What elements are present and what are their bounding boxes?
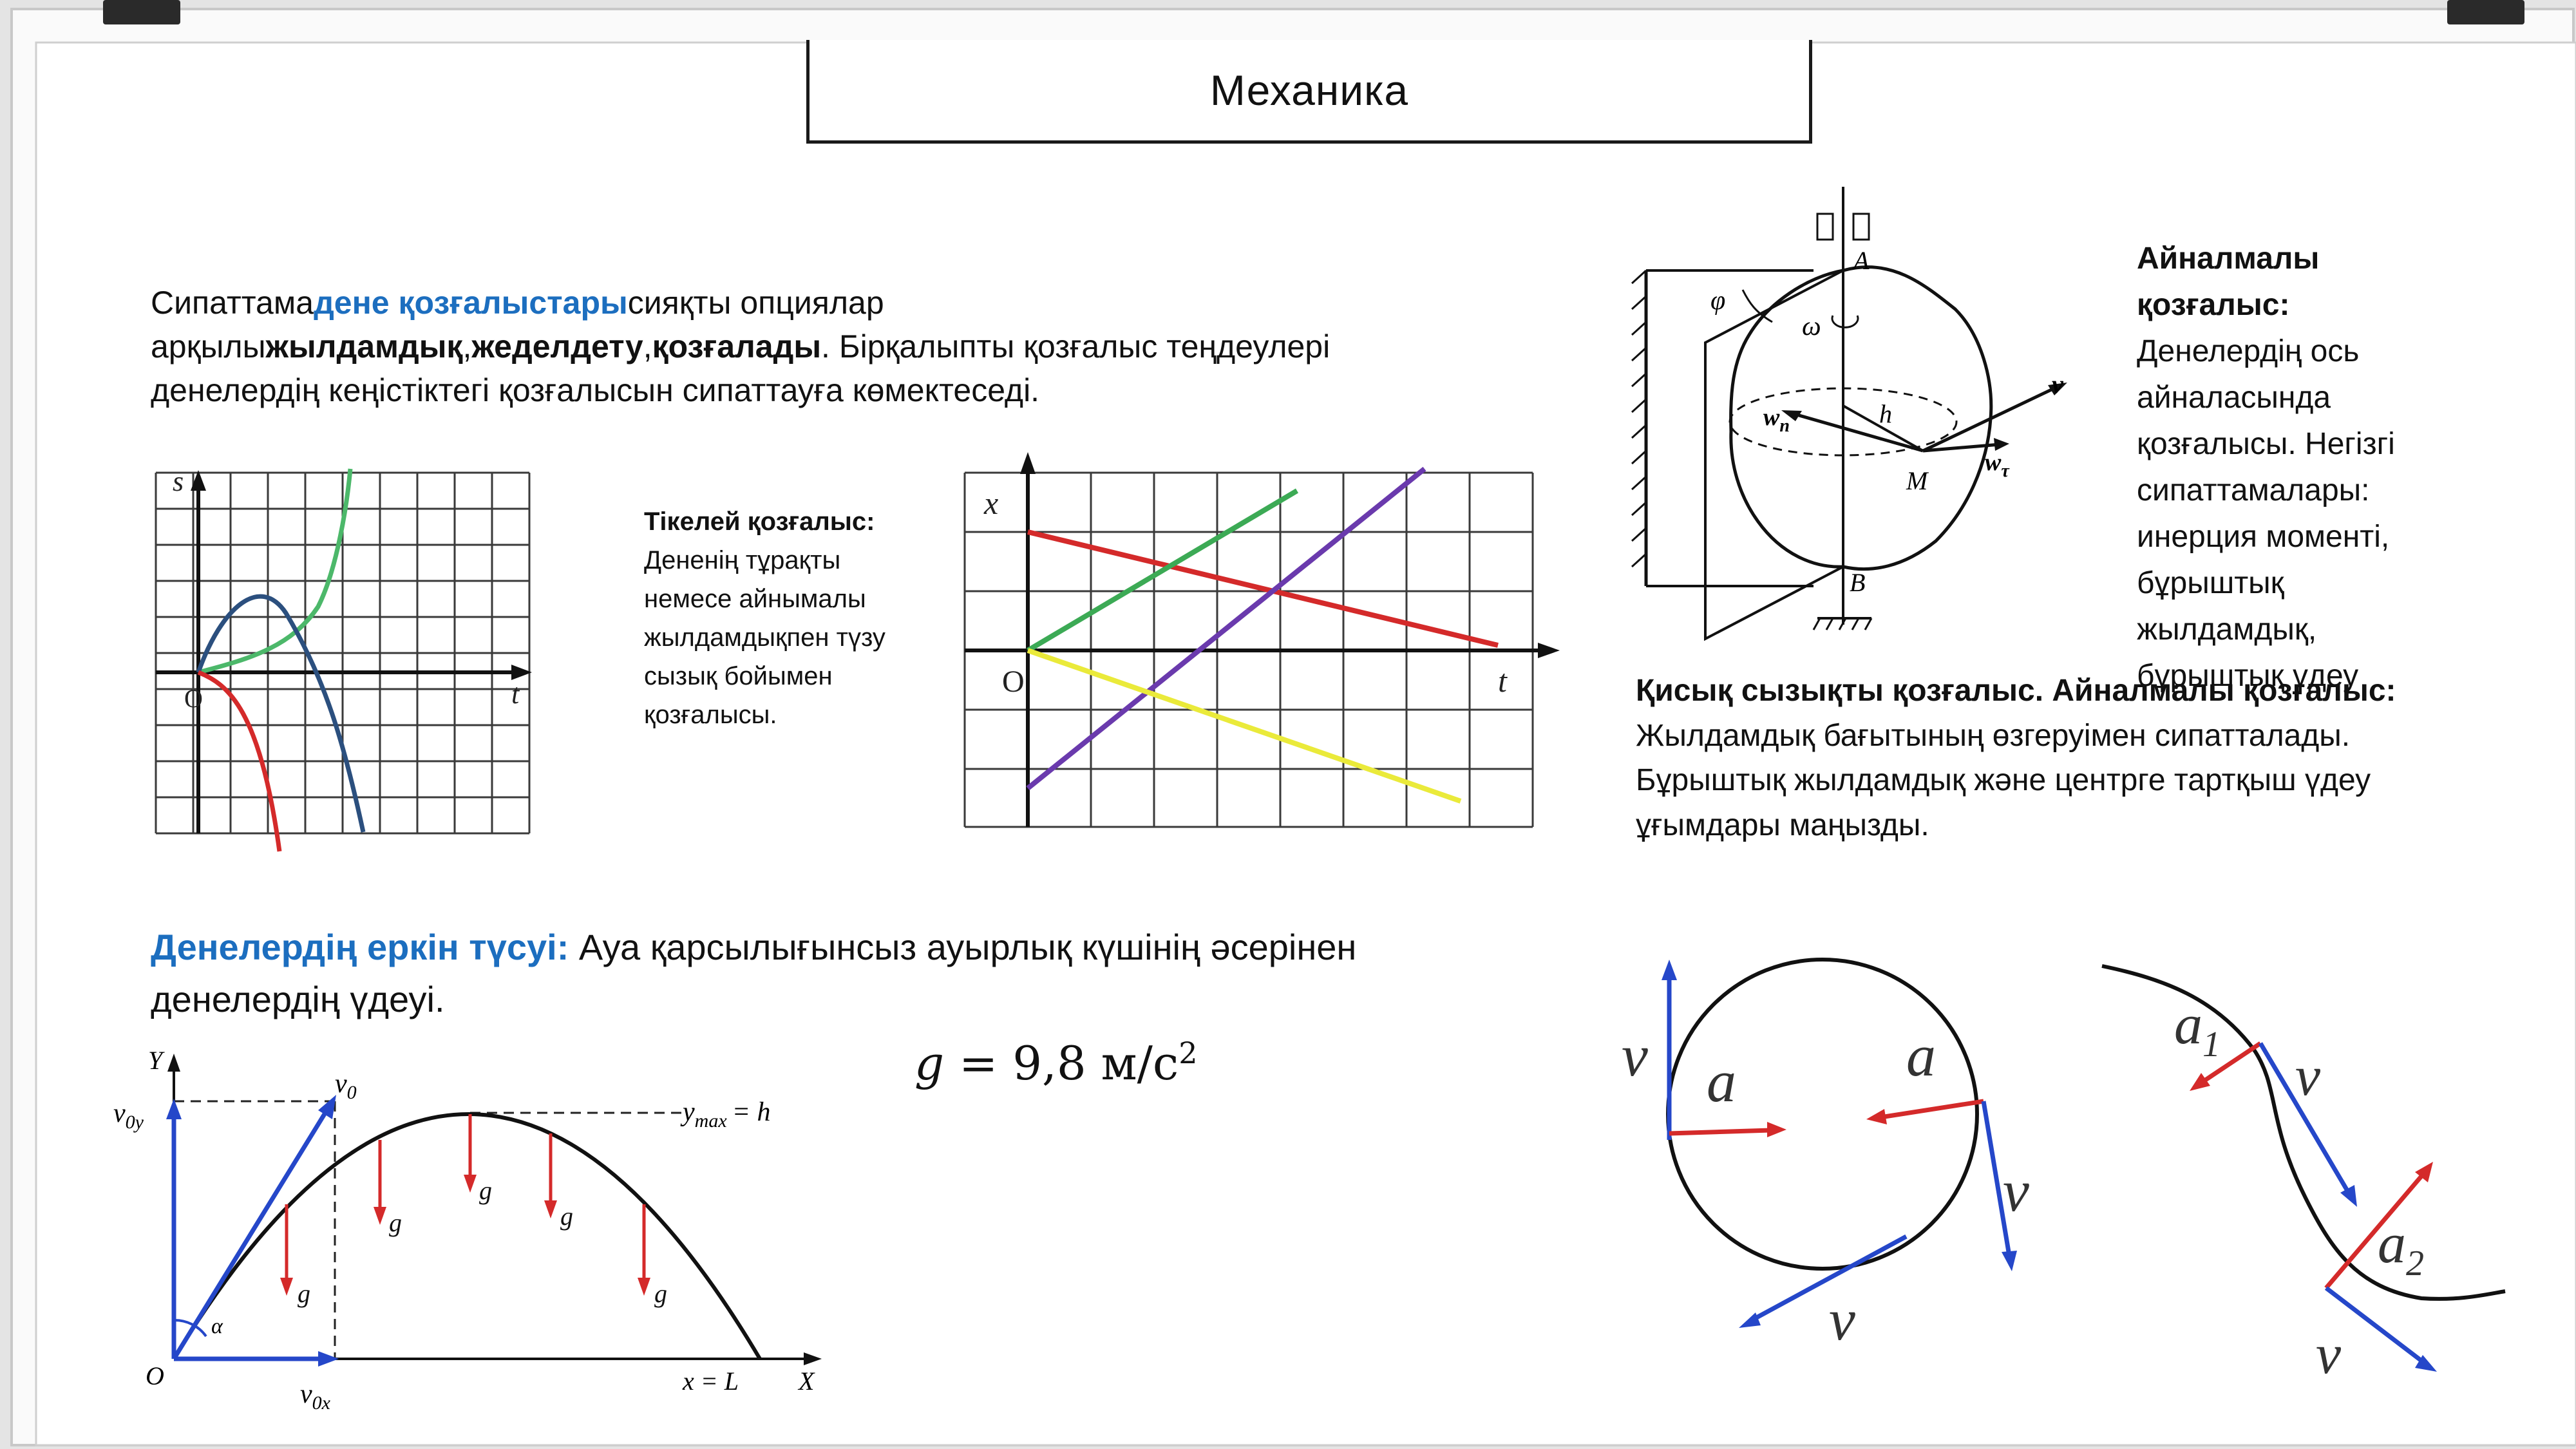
svg-text:a1: a1 — [2174, 994, 2221, 1065]
straight-motion-desc: Дененің тұрақты немесе айнымалы жылдамды… — [644, 546, 886, 729]
proj-v0y: v — [113, 1099, 126, 1128]
rot-label-wt-sub: τ — [2001, 461, 2010, 481]
rot-label-phi: φ — [1710, 286, 1725, 316]
proj-v0x: v — [300, 1379, 312, 1409]
circle-a-left: a — [1707, 1048, 1736, 1114]
proj-ymax-sub: max — [695, 1110, 728, 1132]
gravity-formula: g = 9,8 м/с2 — [914, 1038, 1197, 1086]
rotation-title: Айналмалы қозғалыс: — [2137, 242, 2320, 322]
formula-value: 9,8 — [1012, 1036, 1086, 1090]
circle-v-bottom: v — [1829, 1287, 1855, 1352]
rotation-desc: Денелердің ось айналасында қозғалысы. Не… — [2137, 334, 2395, 693]
scurve-a2: a — [2378, 1213, 2406, 1275]
intro-text-2: сияқты опциялар — [627, 285, 884, 321]
graph2-y-label: x — [983, 485, 998, 521]
scurve-a1-sub: 1 — [2202, 1025, 2221, 1065]
rot-label-wn-sub: n — [1779, 416, 1790, 436]
g-label-2: g — [389, 1208, 402, 1237]
g-label-3: g — [479, 1176, 492, 1205]
g-label-4: g — [560, 1202, 573, 1231]
formula-power: 2 — [1179, 1036, 1198, 1070]
svg-text:v0x: v0x — [300, 1379, 331, 1414]
proj-alpha: α — [211, 1314, 223, 1338]
g-label-1: g — [298, 1279, 310, 1308]
proj-v0-sub: 0 — [347, 1082, 357, 1103]
formula-unit: м/с — [1101, 1036, 1179, 1090]
graph2-origin: O — [1002, 665, 1025, 699]
scurve-a1: a — [2174, 994, 2202, 1056]
svg-text:v0y: v0y — [113, 1099, 144, 1133]
graph-x-t: x t O — [938, 447, 1565, 875]
s-curve-diagram: a1 v a2 v — [2087, 953, 2524, 1391]
rotation-diagram: A B M h φ ω v wn wτ — [1620, 174, 2099, 644]
intro-text-1: Сипаттама — [151, 285, 314, 321]
graph1-x-label: t — [511, 678, 520, 710]
intro-comma-1: , — [462, 328, 472, 365]
circle-a-right: a — [1906, 1023, 1936, 1088]
straight-motion-title: Тікелей қозғалыс: — [644, 507, 875, 536]
rotation-block: Айналмалы қозғалыс: Денелердің ось айнал… — [2137, 236, 2439, 699]
formula-eq: = — [958, 1036, 998, 1090]
svg-text:wτ: wτ — [1985, 449, 2010, 481]
rot-label-v: v — [2052, 370, 2064, 399]
g-label-5: g — [654, 1279, 667, 1308]
proj-v0: v — [335, 1069, 347, 1099]
rot-label-B: B — [1850, 568, 1865, 597]
intro-text-5: денелердің кеңістіктегі қозғалысын сипат… — [151, 372, 1040, 408]
proj-v0x-sub: 0x — [312, 1392, 331, 1414]
intro-bold-moves: қозғалады — [652, 328, 822, 365]
intro-text-3: арқылы — [151, 328, 266, 365]
circular-motion-diagram: v a a v v — [1610, 953, 2061, 1365]
graph1-origin: O — [184, 684, 203, 713]
freefall-desc: Ауа қарсылығынсыз ауырлық күшінің әсерін… — [151, 927, 1357, 1020]
scurve-a2-sub: 2 — [2406, 1244, 2424, 1283]
intro-highlight: дене қозғалыстары — [314, 285, 628, 321]
proj-xL: x = L — [682, 1367, 739, 1396]
intro-bold-acceleration: жеделдету — [471, 328, 643, 365]
freefall-title: Денелердің еркін түсуі: — [151, 927, 569, 967]
intro-text-4: . Бірқалыпты қозғалыс теңдеулері — [821, 328, 1331, 365]
proj-axis-X: X — [797, 1367, 815, 1396]
svg-text:ymax= h: ymax= h — [680, 1097, 770, 1132]
projectile-diagram: g g g g g Y X O α v0 v0y v0x ymax= h x =… — [103, 1043, 844, 1430]
straight-motion-block: Тікелей қозғалыс: Дененің тұрақты немесе… — [644, 502, 921, 734]
rot-label-omega: ω — [1802, 312, 1821, 341]
graph-s-t: s t O — [131, 465, 631, 854]
proj-ymax: y — [680, 1097, 695, 1127]
intro-comma-2: , — [643, 328, 652, 365]
proj-axis-Y: Y — [148, 1046, 165, 1075]
proj-origin: O — [146, 1361, 164, 1390]
svg-text:v0: v0 — [335, 1069, 357, 1103]
graph2-x-label: t — [1498, 663, 1508, 699]
circle-v-left: v — [1622, 1023, 1648, 1088]
curvilinear-title: Қисық сызықты қозғалыс. Айналмалы қозғал… — [1636, 674, 2396, 708]
rot-label-h: h — [1879, 399, 1892, 428]
intro-bold-velocity: жылдамдық — [265, 328, 463, 365]
intro-paragraph: Сипаттамадене қозғалыстарысияқты опцияла… — [151, 281, 1503, 412]
proj-v0y-sub: 0y — [126, 1112, 144, 1133]
proj-ymax-rhs: = h — [732, 1097, 771, 1127]
scurve-v-top: v — [2295, 1045, 2321, 1108]
freefall-block: Денелердің еркін түсуі: Ауа қарсылығынсы… — [151, 921, 1374, 1025]
svg-text:a2: a2 — [2378, 1213, 2424, 1283]
page-title: Механика — [806, 40, 1812, 144]
page-title-text: Механика — [1209, 66, 1409, 114]
svg-text:wn: wn — [1763, 404, 1790, 436]
rot-label-A: A — [1852, 246, 1870, 275]
graph1-y-label: s — [173, 466, 184, 497]
rot-label-wn: w — [1763, 404, 1780, 431]
scurve-v-bottom: v — [2316, 1323, 2342, 1386]
circle-v-right: v — [2003, 1158, 2029, 1224]
formula-g: g — [914, 1036, 945, 1090]
rot-label-M: M — [1906, 466, 1929, 495]
curvilinear-desc: Жылдамдық бағытының өзгеруімен сипаттала… — [1636, 718, 2371, 842]
rot-label-wt: w — [1985, 449, 2002, 476]
curvilinear-block: Қисық сызықты қозғалыс. Айналмалы қозғал… — [1636, 668, 2447, 848]
